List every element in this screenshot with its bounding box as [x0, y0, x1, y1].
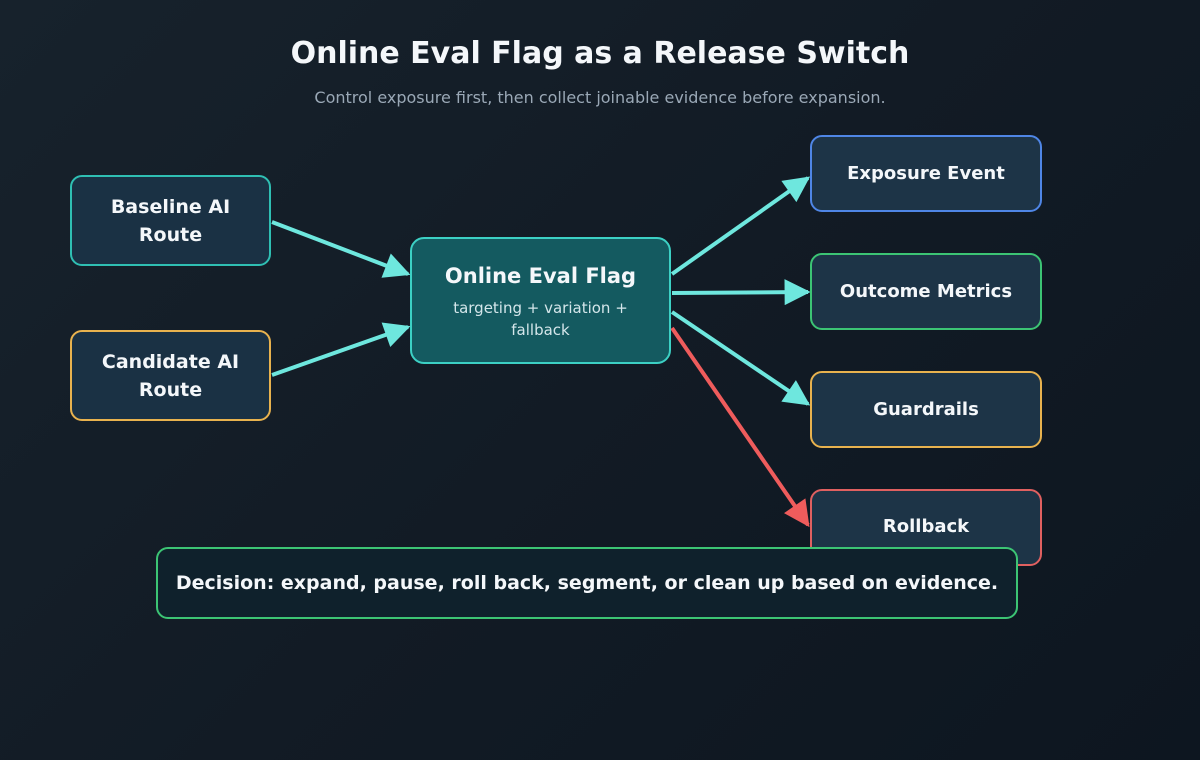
guardrails-node: Guardrails — [810, 371, 1042, 448]
arrow-baseline-to-flag — [271, 220, 411, 278]
arrow-candidate-to-flag — [271, 322, 411, 377]
rollback-label: Rollback — [882, 516, 970, 537]
arrow-flag-to-exposure — [670, 176, 811, 276]
arrow-flag-to-guardrails — [670, 310, 811, 406]
guardrails-label: Guardrails — [873, 398, 979, 420]
exposure-event-node: Exposure Event — [810, 135, 1042, 212]
page-subtitle: Control exposure first, then collect joi… — [314, 88, 886, 107]
online-eval-flag-label: Online Eval Flag — [444, 263, 637, 288]
arrow-flag-to-rollback — [670, 326, 810, 528]
arrow-flag-to-outcome — [671, 279, 811, 306]
outcome-metrics-node: Outcome Metrics — [810, 253, 1042, 330]
candidate-route-label: Candidate AI Route — [101, 350, 240, 401]
outcome-metrics-label: Outcome Metrics — [839, 280, 1013, 302]
baseline-route-label: Baseline AI Route — [110, 195, 231, 246]
baseline-route-node: Baseline AI Route — [70, 175, 271, 266]
online-eval-flag-node: Online Eval Flag targeting + variation +… — [410, 237, 671, 364]
exposure-event-label: Exposure Event — [847, 162, 1005, 184]
online-eval-flag-sublabel: targeting + variation + fallback — [453, 298, 628, 339]
candidate-route-node: Candidate AI Route — [70, 330, 271, 421]
decision-banner: Decision: expand, pause, roll back, segm… — [156, 547, 1018, 619]
page-title: Online Eval Flag as a Release Switch — [290, 36, 910, 71]
